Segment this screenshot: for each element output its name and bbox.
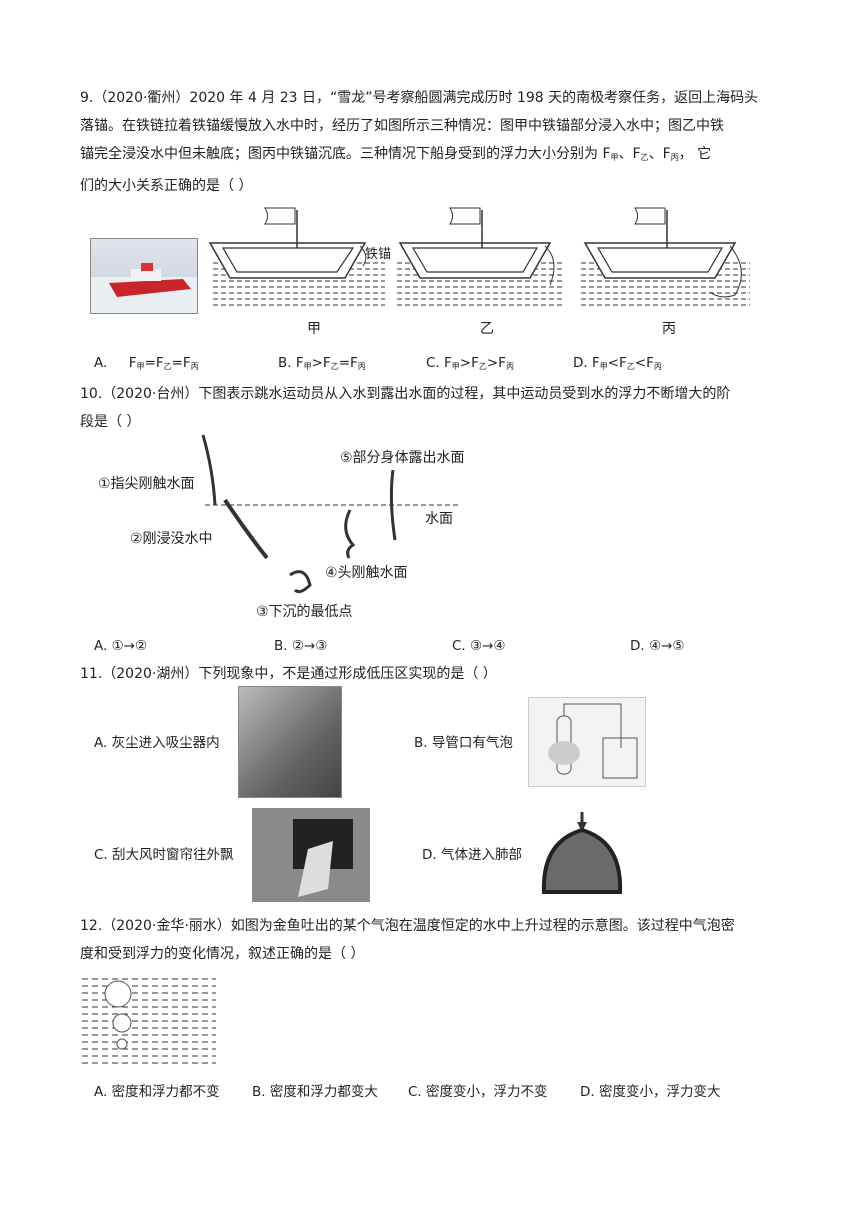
bubble-medium xyxy=(112,1013,132,1033)
q9-option-a[interactable]: A. F甲=F乙=F丙 xyxy=(94,355,199,371)
diver-diagram xyxy=(201,434,460,594)
q10-option-d[interactable]: D. ④→⑤ xyxy=(630,638,685,654)
fig-label-yi: 乙 xyxy=(480,321,494,337)
vacuum-photo xyxy=(238,686,342,798)
q12-option-b[interactable]: B. 密度和浮力都变大 xyxy=(252,1084,378,1100)
q11-option-d[interactable]: D. 气体进入肺部 xyxy=(422,847,522,863)
q9-line2: 落锚。在铁链拉着铁锚缓慢放入水中时，经历了如图所示三种情况：图甲中铁锚部分浸入水… xyxy=(80,118,724,134)
q9-line4: 们的大小关系正确的是（ ） xyxy=(80,178,253,194)
fig-label-jia: 甲 xyxy=(307,321,321,337)
q9-line1: 9.（2020·衢州）2020 年 4 月 23 日，“雪龙”号考察船圆满完成历… xyxy=(80,90,759,106)
bubble-small xyxy=(116,1038,128,1050)
q11-line1: 11.（2020·湖州）下列现象中，不是通过形成低压区实现的是（ ） xyxy=(80,666,497,682)
q11-stem: 11.（2020·湖州）下列现象中，不是通过形成低压区实现的是（ ） xyxy=(80,660,780,688)
q10-option-a[interactable]: A. ①→② xyxy=(94,638,148,654)
diver-label-5: ⑤部分身体露出水面 xyxy=(340,450,465,466)
q11-option-b[interactable]: B. 导管口有气泡 xyxy=(414,735,513,751)
ship-jia xyxy=(208,207,385,310)
bubble-large xyxy=(104,980,132,1008)
water-surface-label: 水面 xyxy=(425,511,453,527)
q12-line1: 12.（2020·金华·丽水）如图为金鱼吐出的某个气泡在温度恒定的水中上升过程的… xyxy=(80,918,735,934)
q10-option-b[interactable]: B. ②→③ xyxy=(274,638,328,654)
anchor-label: 铁锚 xyxy=(365,247,392,262)
q9-option-b[interactable]: B. F甲>F乙=F丙 xyxy=(278,355,366,371)
q12-option-d[interactable]: D. 密度变小，浮力变大 xyxy=(580,1084,721,1100)
ship-yi xyxy=(395,207,565,310)
q12-option-c[interactable]: C. 密度变小，浮力不变 xyxy=(408,1084,548,1100)
window-photo xyxy=(252,808,370,902)
diver-label-1: ①指尖刚触水面 xyxy=(98,476,195,492)
q12-line2: 度和受到浮力的变化情况，叙述正确的是（ ） xyxy=(80,946,365,962)
ship-photo-drawing xyxy=(91,263,197,313)
lung-diagram xyxy=(534,802,630,902)
diver-3 xyxy=(289,570,312,594)
q10-stem: 10.（2020·台州）下图表示跳水运动员从入水到露出水面的过程，其中运动员受到… xyxy=(80,380,780,436)
q12-stem: 12.（2020·金华·丽水）如图为金鱼吐出的某个气泡在温度恒定的水中上升过程的… xyxy=(80,912,780,968)
ship-diagrams xyxy=(208,207,750,310)
diver-label-4: ④头刚触水面 xyxy=(325,565,408,581)
diver-1 xyxy=(201,434,217,506)
ship-bing xyxy=(580,207,750,310)
diver-5 xyxy=(389,469,397,541)
fig-label-bing: 丙 xyxy=(662,321,676,337)
diver-label-2: ②刚浸没水中 xyxy=(130,531,213,547)
q9-stem: 9.（2020·衢州）2020 年 4 月 23 日，“雪龙”号考察船圆满完成历… xyxy=(80,84,780,200)
diver-label-3: ③下沉的最低点 xyxy=(256,604,353,620)
q12-option-a[interactable]: A. 密度和浮力都不变 xyxy=(94,1084,220,1100)
q10-option-c[interactable]: C. ③→④ xyxy=(452,638,506,654)
ship-photo xyxy=(90,238,198,314)
bubble-diagram xyxy=(82,976,216,1064)
q10-line1: 10.（2020·台州）下图表示跳水运动员从入水到露出水面的过程，其中运动员受到… xyxy=(80,386,731,402)
q11-option-a[interactable]: A. 灰尘进入吸尘器内 xyxy=(94,735,220,751)
diver-4 xyxy=(344,509,356,559)
q11-option-c[interactable]: C. 刮大风时窗帘往外飘 xyxy=(94,847,234,863)
q10-line2: 段是（ ） xyxy=(80,414,141,430)
diver-2 xyxy=(223,498,269,560)
q9-line3: 锚完全浸没水中但未触底；图丙中铁锚沉底。三种情况下船身受到的浮力大小分别为 F甲… xyxy=(80,146,712,162)
tube-photo xyxy=(528,697,646,787)
q9-option-d[interactable]: D. F甲<F乙<F丙 xyxy=(573,355,662,371)
q9-option-c[interactable]: C. F甲>F乙>F丙 xyxy=(426,355,514,371)
